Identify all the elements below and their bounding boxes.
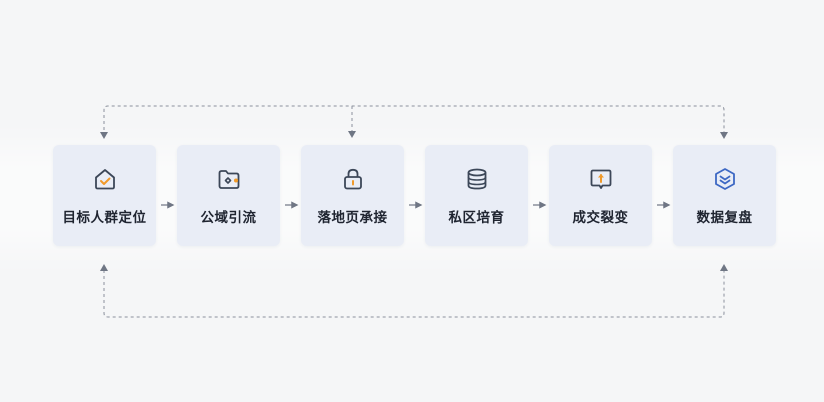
bottom-arrowhead-right: [720, 264, 728, 271]
database-icon: [463, 165, 491, 193]
step-card-public-traffic[interactable]: 公域引流: [177, 145, 280, 246]
step-label: 落地页承接: [317, 210, 388, 226]
lock-icon: [339, 165, 367, 193]
step-label: 数据复盘: [696, 210, 753, 226]
step-card-landing-page[interactable]: 落地页承接: [301, 145, 404, 246]
layers-chevron-icon: [711, 165, 739, 193]
step-card-target-audience[interactable]: 目标人群定位: [53, 145, 156, 246]
top-arrowhead-middle: [348, 131, 356, 138]
step-card-private-nurture[interactable]: 私区培育: [425, 145, 528, 246]
top-feedback-loop: [103, 105, 725, 136]
top-arrowhead-left: [100, 132, 108, 139]
step-label: 目标人群定位: [62, 210, 147, 226]
folder-target-icon: [215, 165, 243, 193]
step-label: 公域引流: [200, 210, 257, 226]
house-check-icon: [91, 165, 119, 193]
step-label: 私区培育: [448, 210, 505, 226]
step-card-data-review[interactable]: 数据复盘: [673, 145, 776, 246]
step-label: 成交裂变: [572, 210, 629, 226]
bottom-feedback-loop: [103, 270, 725, 318]
bottom-arrowhead-left: [100, 264, 108, 271]
top-arrowhead-right: [720, 132, 728, 139]
arrow-up-box-icon: [587, 165, 615, 193]
step-card-conversion-referral[interactable]: 成交裂变: [549, 145, 652, 246]
